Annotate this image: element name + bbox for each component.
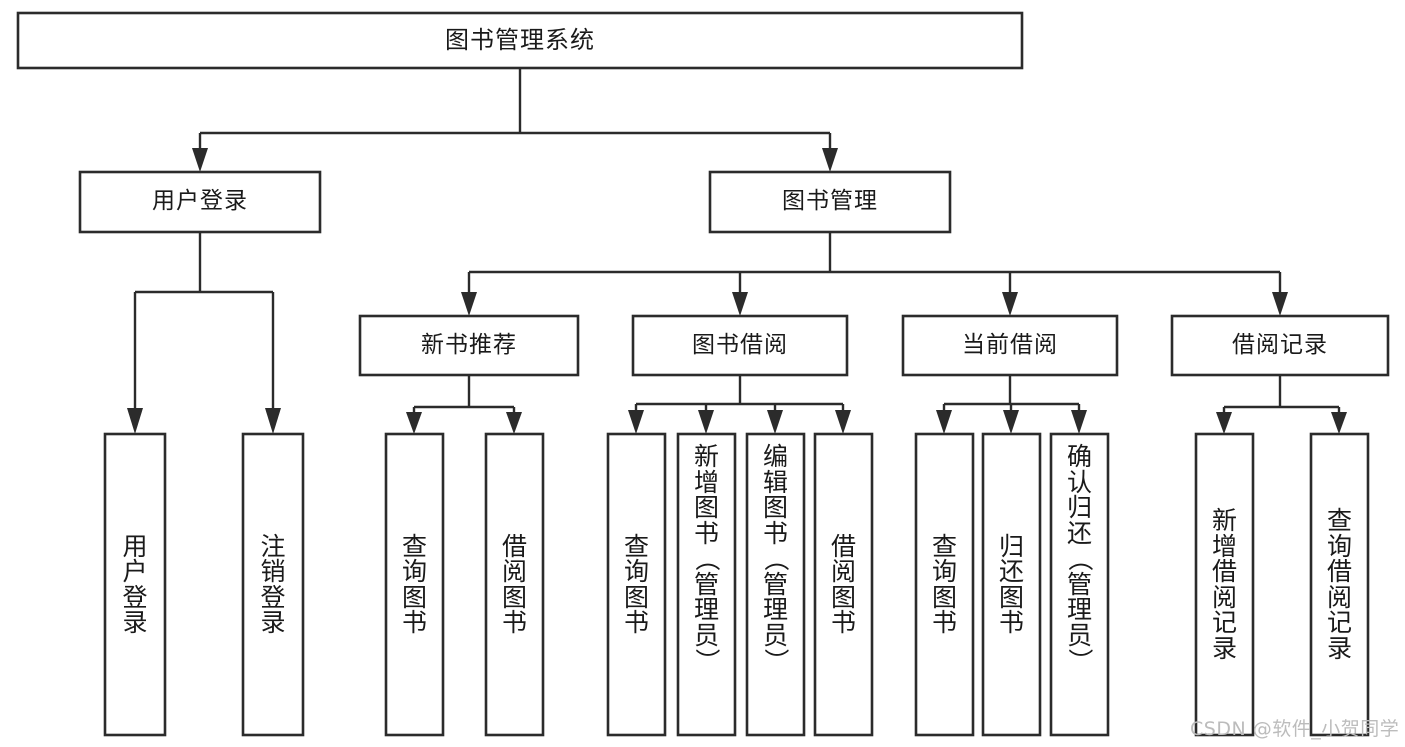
node-box-leaf-bb-borrow-book[interactable] bbox=[813, 432, 874, 737]
node-box-leaf-cb-return-book[interactable] bbox=[981, 432, 1042, 737]
node-box-current-borrow[interactable] bbox=[901, 314, 1119, 377]
node-box-book-manage[interactable] bbox=[708, 170, 952, 234]
arrowhead-bb-leaf2 bbox=[698, 410, 714, 434]
node-box-leaf-bb-query-book[interactable] bbox=[606, 432, 667, 737]
arrowhead-bb-leaf1 bbox=[628, 410, 644, 434]
node-box-leaf-br-query-record[interactable] bbox=[1309, 432, 1370, 737]
connector-group-book-manage bbox=[461, 232, 1288, 316]
node-box-leaf-nb-query-book[interactable] bbox=[384, 432, 445, 737]
arrowhead-cb-leaf2 bbox=[1003, 410, 1019, 434]
node-box-leaf-cb-confirm-return[interactable] bbox=[1049, 432, 1110, 737]
connector-group-root bbox=[192, 68, 838, 172]
connector-group-current-borrow bbox=[936, 375, 1087, 434]
arrowhead-current-borrow bbox=[1002, 292, 1018, 316]
node-box-leaf-bb-add-book[interactable] bbox=[676, 432, 737, 737]
arrowhead-borrow-records bbox=[1272, 292, 1288, 316]
arrowhead-leaf-user-login bbox=[127, 408, 143, 434]
arrowhead-bb-leaf4 bbox=[835, 410, 851, 434]
connector-group-book-borrow bbox=[628, 375, 851, 434]
arrowhead-book-borrow bbox=[732, 292, 748, 316]
node-box-new-book-recommend[interactable] bbox=[358, 314, 580, 377]
arrowhead-new-book-recommend bbox=[461, 292, 477, 316]
node-box-user-login[interactable] bbox=[78, 170, 322, 234]
node-box-leaf-bb-edit-book[interactable] bbox=[745, 432, 806, 737]
arrowhead-bb-leaf3 bbox=[767, 410, 783, 434]
arrowhead-cb-leaf3 bbox=[1071, 410, 1087, 434]
node-box-borrow-records[interactable] bbox=[1170, 314, 1390, 377]
arrowhead-book-manage bbox=[822, 148, 838, 172]
arrowhead-nb-leaf2 bbox=[506, 412, 522, 434]
node-box-leaf-user-login[interactable] bbox=[103, 432, 167, 737]
node-box-book-borrow[interactable] bbox=[631, 314, 849, 377]
arrowhead-nb-leaf1 bbox=[406, 412, 422, 434]
arrowhead-leaf-logout bbox=[265, 408, 281, 434]
connector-group-user-login bbox=[127, 232, 281, 434]
node-box-root[interactable] bbox=[16, 11, 1024, 70]
node-box-leaf-cb-query-book[interactable] bbox=[914, 432, 975, 737]
arrowhead-br-leaf1 bbox=[1216, 412, 1232, 434]
arrowhead-cb-leaf1 bbox=[936, 410, 952, 434]
connector-group-borrow-records bbox=[1216, 375, 1347, 434]
arrowhead-br-leaf2 bbox=[1331, 412, 1347, 434]
node-box-leaf-br-add-record[interactable] bbox=[1194, 432, 1255, 737]
connector-group-new-book-recommend bbox=[406, 375, 522, 434]
node-box-leaf-logout[interactable] bbox=[241, 432, 305, 737]
node-box-leaf-nb-borrow-book[interactable] bbox=[484, 432, 545, 737]
arrowhead-user-login bbox=[192, 148, 208, 172]
